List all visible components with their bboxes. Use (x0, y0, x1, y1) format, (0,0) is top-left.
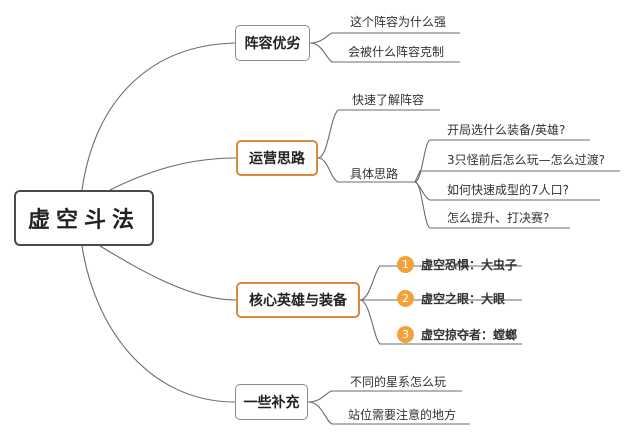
leaf-finals: 怎么提升、打决赛? (447, 211, 550, 225)
branch-lineup-pros-cons[interactable]: 阵容优劣 (235, 25, 310, 61)
leaf-lineup-counter: 会被什么阵容克制 (348, 45, 445, 59)
number-badge: 1 (397, 256, 414, 273)
branch-core-heroes[interactable]: 核心英雄与装备 (236, 282, 360, 318)
leaf-galaxies: 不同的星系怎么玩 (350, 375, 447, 389)
leaf-positioning: 站位需要注意的地方 (348, 408, 457, 422)
number-badge: 2 (397, 290, 414, 307)
root-node[interactable]: 虚空斗法 (14, 190, 154, 246)
leaf-lineup-strength: 这个阵容为什么强 (350, 15, 447, 29)
hero-item-3: 3 虚空掠夺者：螳螂 (397, 326, 517, 343)
branch-supplement[interactable]: 一些补充 (235, 384, 308, 420)
hero-item-2: 2 虚空之眼：大眼 (397, 290, 505, 307)
hero-label: 虚空恐惧：大虫子 (421, 258, 518, 272)
leaf-three-monsters: 3只怪前后怎么玩—怎么过渡? (447, 153, 606, 167)
hero-label: 虚空之眼：大眼 (421, 292, 506, 306)
hero-item-1: 1 虚空恐惧：大虫子 (397, 256, 517, 273)
leaf-opening-choice: 开局选什么装备/英雄? (447, 123, 566, 137)
number-badge: 3 (397, 326, 414, 343)
leaf-quick-understand: 快速了解阵容 (352, 93, 425, 107)
leaf-seven-population: 如何快速成型的7人口? (447, 183, 570, 197)
hero-label: 虚空掠夺者：螳螂 (421, 328, 518, 342)
subbranch-detailed-ideas: 具体思路 (350, 167, 399, 181)
branch-operation[interactable]: 运营思路 (236, 140, 318, 176)
